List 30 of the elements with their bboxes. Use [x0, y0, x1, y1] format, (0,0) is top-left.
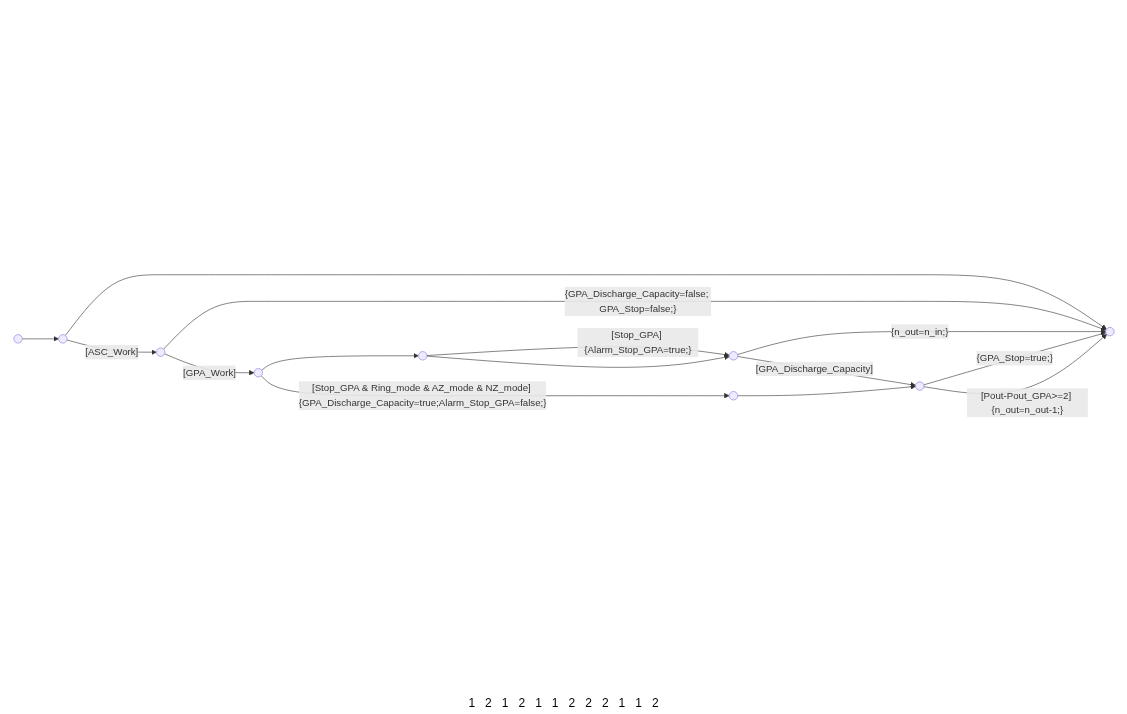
edge-label: {GPA_Stop=true;} [975, 352, 1053, 364]
node-circle [57, 334, 67, 344]
node-circle [914, 381, 924, 391]
transition-order-number: 1 [501, 696, 509, 710]
transition-order-number: 1 [551, 696, 559, 710]
edge-label: [Pout-Pout_GPA>=2] {n_out=n_out-1;} [980, 390, 1071, 415]
node-circle [253, 368, 263, 378]
node-circle [417, 351, 427, 361]
transition-order-number: 2 [518, 696, 526, 710]
transition-order-number: 1 [635, 696, 642, 710]
node-circle [155, 347, 165, 357]
transition-order-number: 2 [651, 696, 659, 710]
node-circle [1104, 327, 1114, 337]
edge-label: [GPA_Work] [182, 367, 236, 378]
edge-label: [ASC_Work] [84, 346, 138, 358]
transition-order-number: 1 [618, 696, 626, 710]
node-circle [728, 351, 738, 361]
transition-order-number: 2 [568, 696, 576, 710]
edge-label: [Stop_GPA & Ring_mode & AZ_mode & NZ_mode] {GPA_Discharge_Capacity=true;Alarm_Stop_GPA=false;} [298, 383, 547, 408]
transition-order-number: 1 [535, 696, 542, 710]
transition-order-number: 1 [468, 696, 476, 710]
node-circle [13, 334, 23, 344]
edge-label: [GPA_Discharge_Capacity] [755, 363, 873, 374]
node-circle [728, 391, 738, 401]
transition-order-number: 2 [601, 696, 609, 710]
edge-label: {n_out=n_in;} [890, 326, 948, 337]
transition-order-number: 2 [485, 696, 492, 710]
transition-order-number: 2 [585, 696, 592, 710]
edge-label: [Stop_GPA] {Alarm_Stop_GPA=true;} [583, 329, 691, 355]
edge-label: {GPA_Discharge_Capacity=false; GPA_Stop=false;} [564, 288, 708, 314]
